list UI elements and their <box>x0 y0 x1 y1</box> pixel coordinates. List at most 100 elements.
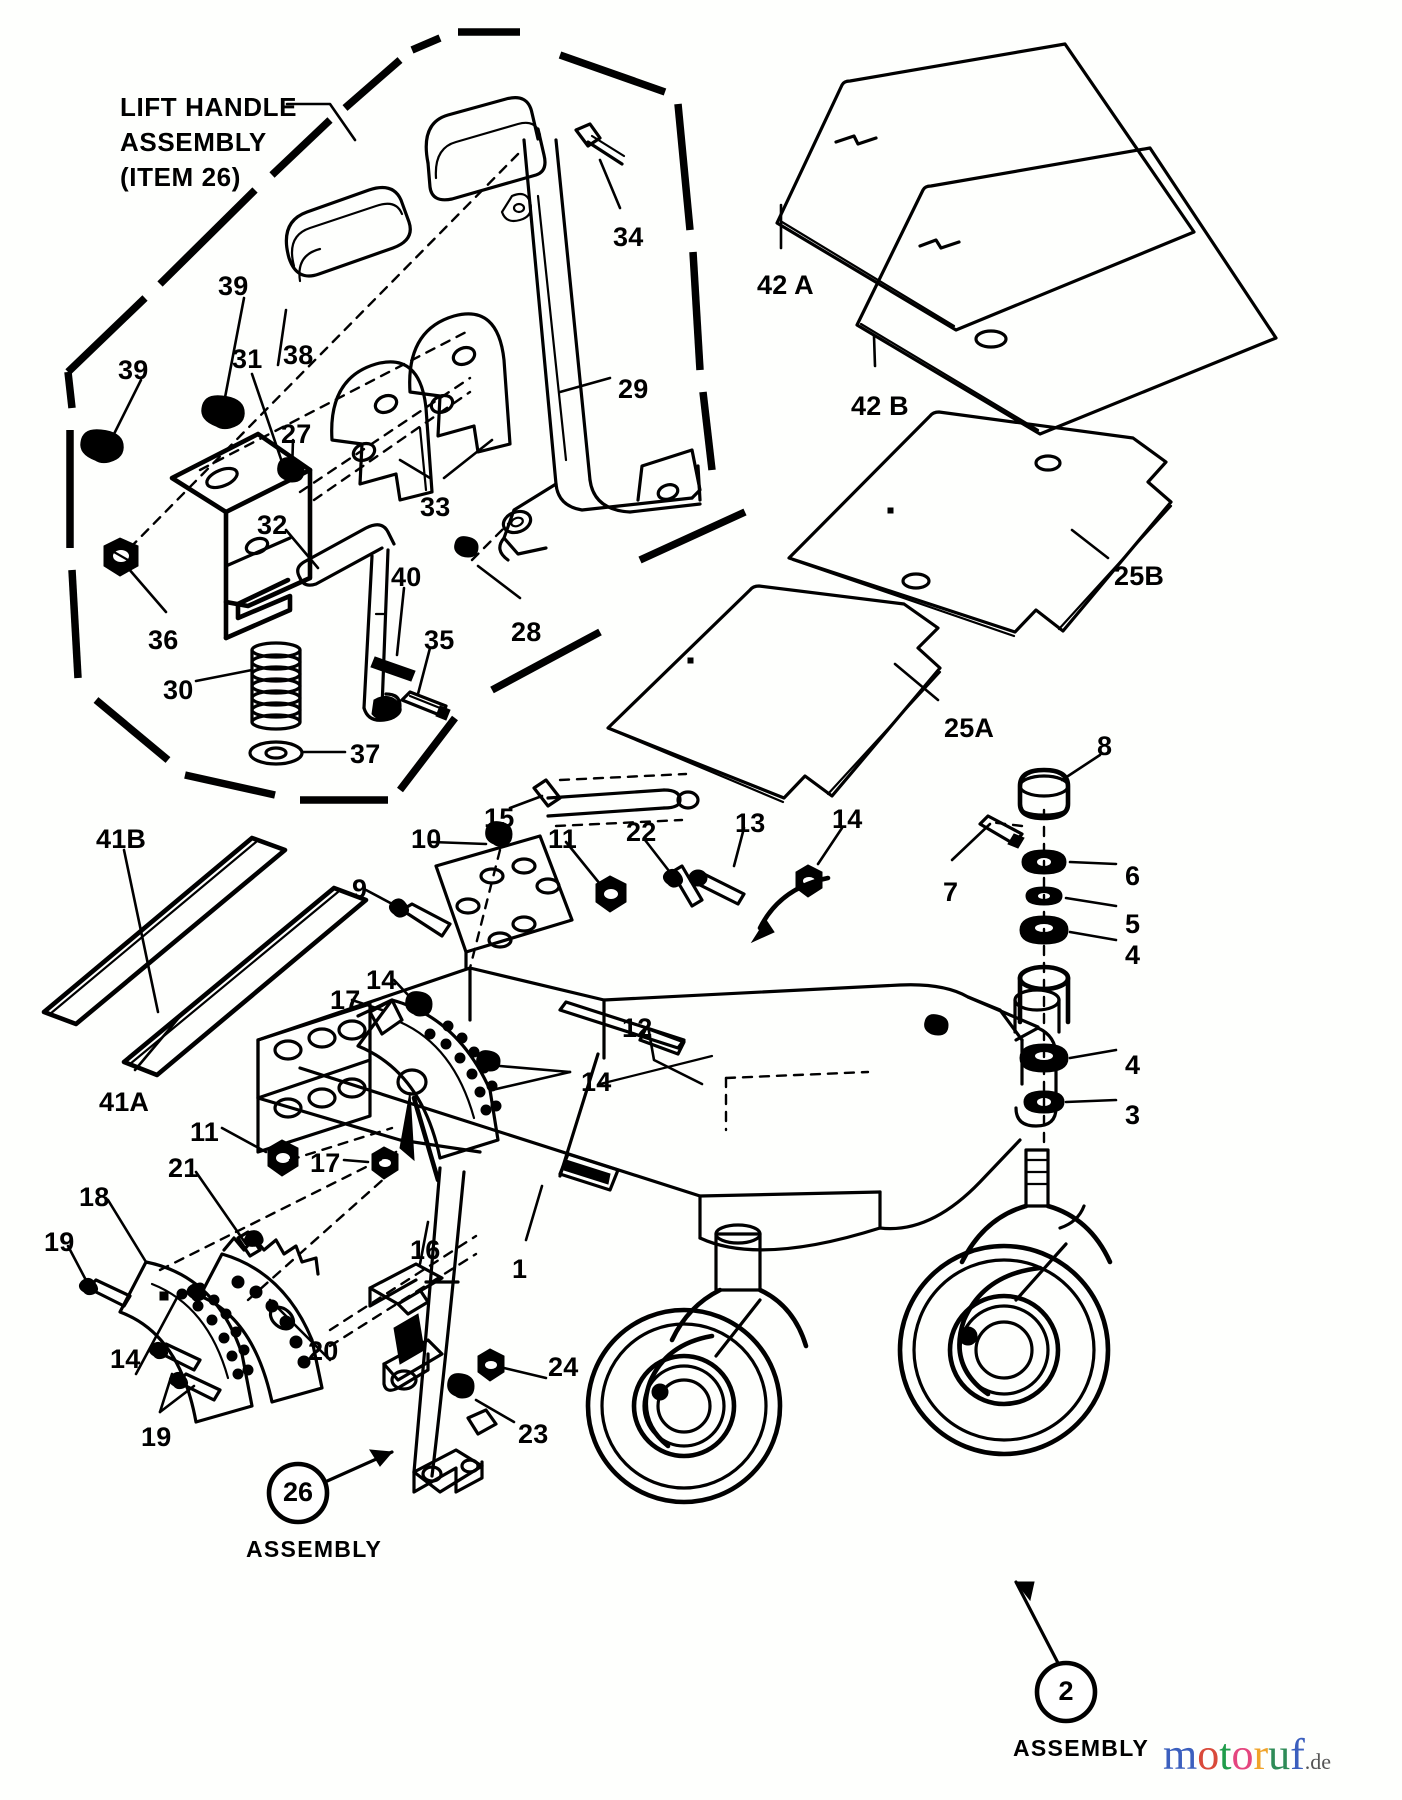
leader-9 <box>364 888 398 908</box>
callout-14: 14 <box>581 1067 612 1097</box>
leader-32 <box>284 528 320 570</box>
callout-40: 40 <box>391 562 422 592</box>
callout-4: 4 <box>1125 940 1141 970</box>
leader-40 <box>395 586 406 657</box>
page-title-line2: ASSEMBLY <box>120 127 267 157</box>
leader-30 <box>194 668 254 683</box>
arrowhead-14a <box>750 919 775 944</box>
callout-12: 12 <box>622 1013 653 1043</box>
callout-31: 31 <box>232 344 263 374</box>
rod-part-32 <box>296 523 402 722</box>
callout-24: 24 <box>548 1352 579 1382</box>
callout-10: 10 <box>411 824 442 854</box>
callout-38: 38 <box>283 340 314 370</box>
leader-7 <box>950 822 992 862</box>
leader-23 <box>474 1398 516 1424</box>
callout-25a: 25A <box>944 713 995 743</box>
leader-19a <box>66 1244 90 1286</box>
callout-5: 5 <box>1125 909 1141 939</box>
deck-frame-part-1 <box>256 966 1061 1252</box>
assembly-number-2: 2 <box>1058 1676 1074 1706</box>
callout-4: 4 <box>1125 1050 1141 1080</box>
screw-part-9 <box>388 898 452 938</box>
callout-14: 14 <box>110 1344 141 1374</box>
callout-23: 23 <box>518 1419 549 1449</box>
page-title-line1: LIFT HANDLE <box>120 92 298 122</box>
callout-35: 35 <box>424 625 455 655</box>
pins-part-19 <box>78 1277 222 1402</box>
leader-18 <box>106 1198 148 1264</box>
nut-part-11b <box>267 1139 299 1177</box>
nut-part-14-deck <box>405 991 433 1017</box>
leader-8 <box>1060 753 1102 782</box>
pin-part-22 <box>662 864 704 908</box>
leader-20 <box>268 1298 332 1362</box>
leader-31 <box>250 372 284 464</box>
leader-35 <box>416 646 432 696</box>
leader-33b <box>442 438 494 480</box>
callout-36: 36 <box>148 625 179 655</box>
callout-19: 19 <box>44 1227 75 1257</box>
callout-1: 1 <box>512 1254 528 1284</box>
plate-25b <box>787 410 1173 638</box>
pin-14d <box>186 1283 207 1302</box>
callout-14: 14 <box>366 965 397 995</box>
leader-14a <box>816 826 844 866</box>
callout-28: 28 <box>511 617 542 647</box>
callout-39: 39 <box>118 355 149 385</box>
leader-24 <box>502 1366 548 1380</box>
leader-34 <box>598 158 622 210</box>
plate-42b <box>855 146 1278 436</box>
leader-25a <box>893 662 940 702</box>
axis-10 <box>468 848 502 970</box>
callout-37: 37 <box>350 739 381 769</box>
strip-41b <box>41 835 288 1027</box>
callout-17: 17 <box>310 1148 341 1178</box>
callout-6: 6 <box>1125 861 1141 891</box>
locknut-part-39-b <box>80 429 124 464</box>
axis-11b <box>288 1126 394 1162</box>
leader-42b <box>872 334 877 368</box>
page-title-line3: (ITEM 26) <box>120 162 241 192</box>
caster-wheel-left <box>585 1223 809 1505</box>
callout-3: 3 <box>1125 1100 1141 1130</box>
shock-part-15 <box>532 772 700 828</box>
assembly-marker-2 <box>1014 1580 1098 1724</box>
callout-22: 22 <box>626 817 657 847</box>
leader-41b <box>122 848 160 1014</box>
leader-21 <box>194 1170 248 1246</box>
callout-16: 16 <box>410 1235 441 1265</box>
arrow-sector <box>399 1091 415 1162</box>
callout-21: 21 <box>168 1153 199 1183</box>
axis-lower-left <box>158 1148 402 1272</box>
leader-17b <box>342 1158 370 1164</box>
pin-part-28 <box>454 536 479 558</box>
leader-19b2 <box>158 1384 196 1414</box>
arrow-14a-curve <box>757 875 831 931</box>
leader-28 <box>476 564 522 600</box>
callout-11: 11 <box>548 824 577 854</box>
locknut-part-39-a <box>201 395 245 430</box>
bracket-part-31 <box>169 431 313 641</box>
leader-1 <box>524 1184 544 1242</box>
leader-12 <box>646 1024 704 1086</box>
plate-25a <box>606 584 942 804</box>
leader-38 <box>276 308 288 367</box>
callout-15: 15 <box>484 803 515 833</box>
leader-13 <box>732 826 746 868</box>
callout-39: 39 <box>218 271 249 301</box>
assembly-caption-2: ASSEMBLY <box>1013 1735 1150 1761</box>
leader-19b1 <box>158 1372 174 1414</box>
bolt-part-34 <box>574 122 626 166</box>
callout-41b: 41B <box>96 824 147 854</box>
callout-11: 11 <box>190 1117 219 1147</box>
leader-3 <box>1064 1098 1118 1104</box>
leader-14c2 <box>490 1070 572 1092</box>
nut-part-36 <box>103 537 139 577</box>
nut-part-24 <box>477 1348 505 1382</box>
callout-25b: 25B <box>1114 561 1165 591</box>
callout-27: 27 <box>281 419 312 449</box>
leader-33a <box>398 458 432 480</box>
